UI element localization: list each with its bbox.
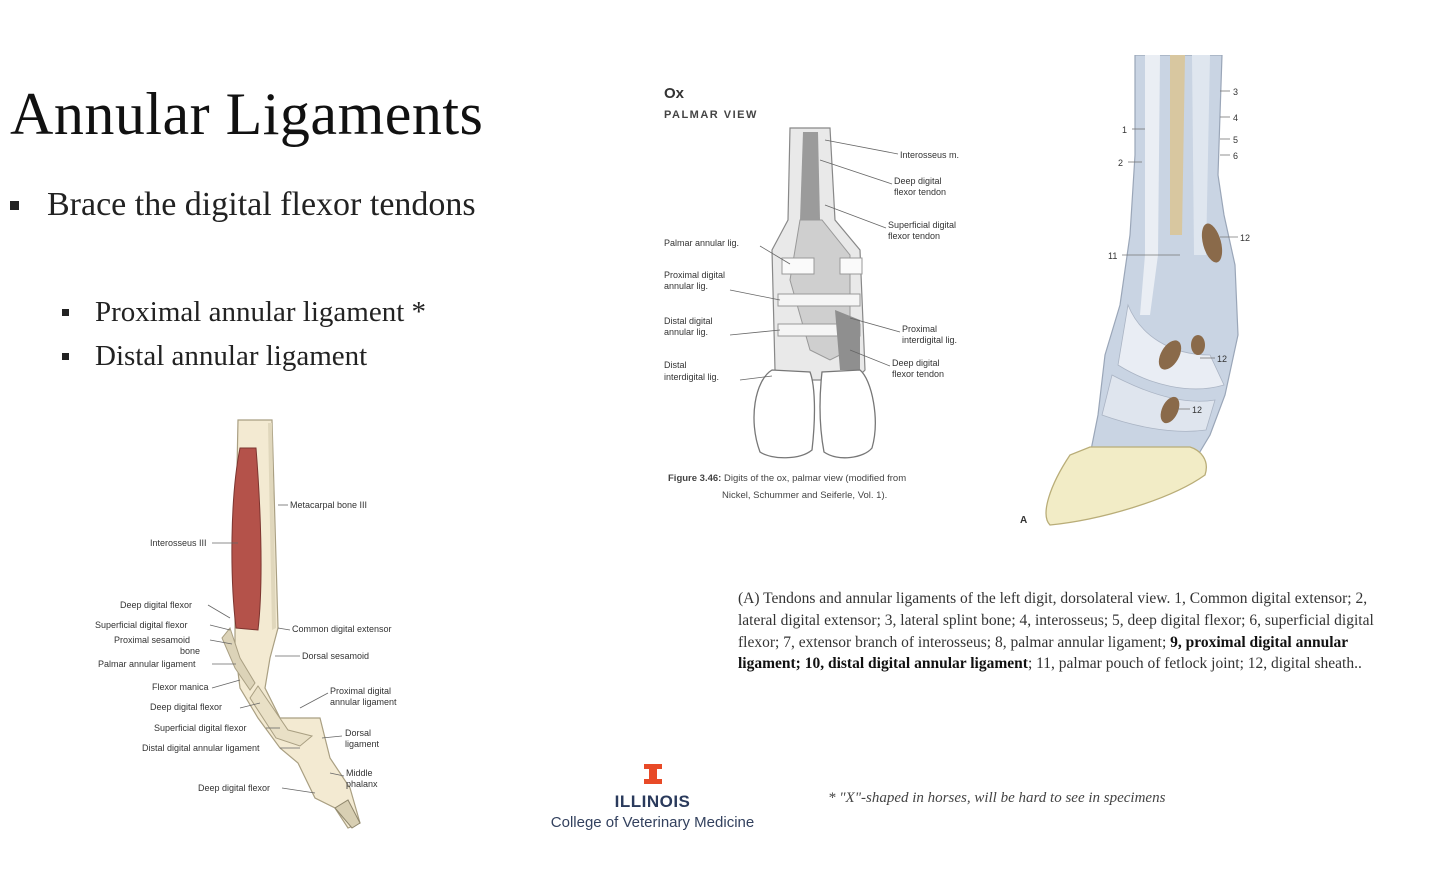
logo-name: ILLINOIS [614,792,691,811]
horse-label-dorsal-sesamoid: Dorsal sesamoid [302,651,369,661]
ox-label-palmar-annular: Palmar annular lig. [664,238,739,248]
block-i-icon [643,764,662,784]
bullet-square-icon [62,352,69,360]
digit-num-6: 6 [1233,151,1238,161]
main-bullet-text: Brace the digital flexor tendons [47,186,476,223]
ox-hoof-left [753,369,816,459]
bullet-square-icon [10,200,19,210]
digit-extensor-tendon [1140,55,1160,315]
digit-num-12a: 12 [1240,233,1250,243]
digit-sheath-pouch-3 [1191,335,1205,355]
ox-label-distal-annular-2: annular lig. [664,327,708,337]
ox-label-deep-flexor: Deep digital [894,176,942,186]
ox-label-distal-interdigital-2: interdigital lig. [664,372,719,382]
sub-bullet: Proximal annular ligament * [62,290,426,334]
horse-label-interosseus: Interosseus III [150,538,207,548]
ox-label-proximal-annular: Proximal digital [664,270,725,280]
digit-ligament-band-2 [1101,374,1216,432]
ox-label-proximal-interdigital-2: interdigital lig. [902,335,957,345]
digit-flexor-tendon [1192,55,1210,255]
ox-palmar-annular [781,257,815,275]
horse-label-middle-phalanx-2: phalanx [346,779,378,789]
sub-bullet-text: Proximal annular ligament * [95,295,427,328]
horse-label-superficial-flexor-2: Superficial digital flexor [154,723,247,733]
slide-title: Annular Ligaments [10,81,484,147]
horse-label-proximal-sesamoid: Proximal sesamoid [114,635,190,645]
digit-sheath-pouch-4 [1160,396,1180,424]
ox-deep-flexor-lower [835,310,860,370]
ox-label-deep-flexor-2: flexor tendon [894,187,946,197]
ox-label-deep-flexor-b-2: flexor tendon [892,369,944,379]
digit-splint-bone [1170,55,1185,235]
digit-sheath-pouch-2 [1158,340,1182,370]
sub-bullet-list: Proximal annular ligament * Distal annul… [62,290,426,378]
digit-num-12b: 12 [1217,354,1227,364]
horse-limb-figure: Metacarpal bone III Common digital exten… [95,419,397,829]
digit-hoof [1045,446,1207,526]
ox-proximal-annular [777,293,861,307]
horse-label-distal-annular: Distal digital annular ligament [142,743,260,753]
digit-num-4: 4 [1233,113,1238,123]
digit-dorsolateral-figure: 3 4 5 6 1 2 11 12 12 12 A [1020,55,1250,526]
horse-label-superficial-flexor: Superficial digital flexor [95,620,188,630]
main-bullet: Brace the digital flexor tendons [10,186,476,224]
caption-text-end: ; 11, palmar pouch of fetlock joint; 12,… [1027,655,1362,673]
ox-label-superficial-2: flexor tendon [888,231,940,241]
digit-num-1: 1 [1122,125,1127,135]
ox-label-proximal-annular-2: annular lig. [664,281,708,291]
sub-bullet-text: Distal annular ligament [95,339,368,372]
horse-label-dorsal-lig: Dorsal [345,728,371,738]
logo-subtitle: College of Veterinary Medicine [550,814,755,831]
horse-label-common-extensor: Common digital extensor [292,624,392,634]
main-bullet-list: Brace the digital flexor tendons [10,186,476,224]
digit-num-11: 11 [1108,251,1117,261]
caption-bold-text: 9, proximal digital annular ligament; 10… [738,633,1348,673]
ox-digit-figure: Ox PALMAR VIEW Interosseus m. Deep digit… [664,85,959,501]
horse-label-proximal-annular-2: annular ligament [330,697,397,707]
ox-label-proximal-interdigital: Proximal [902,324,937,334]
ox-label-deep-flexor-b: Deep digital [892,358,940,368]
horse-label-metacarpal: Metacarpal bone III [290,500,367,510]
sub-bullet: Distal annular ligament [62,334,426,378]
horse-flexor-lower [249,685,314,747]
ox-label-superficial: Superficial digital [888,220,956,230]
horse-hoof [334,799,361,829]
illinois-logo: ILLINOIS College of Veterinary Medicine [540,762,765,831]
ox-label-interosseus: Interosseus m. [900,150,959,160]
digit-num-5: 5 [1233,135,1238,145]
digit-panel-letter: A [1020,515,1027,526]
horse-label-middle-phalanx: Middle [346,768,373,778]
ox-view-label: PALMAR VIEW [664,109,758,121]
digit-sheath-pouch [1201,223,1223,263]
footnote: * "X"-shaped in horses, will be hard to … [828,790,1166,806]
caption-text: (A) Tendons and annular ligaments of the… [738,590,1374,651]
horse-label-bone: bone [180,646,200,656]
horse-label-deep-flexor: Deep digital flexor [120,600,192,610]
ox-label-distal-interdigital: Distal [664,360,687,370]
horse-interosseus-muscle [231,447,262,631]
horse-label-deep-flexor-3: Deep digital flexor [198,783,270,793]
ox-palmar-annular-r [839,257,863,275]
ox-figure-caption: Figure 3.46: Digits of the ox, palmar vi… [668,473,906,484]
horse-extensor [268,423,276,630]
horse-label-deep-flexor-2: Deep digital flexor [150,702,222,712]
digit-caption: (A) Tendons and annular ligaments of the… [738,588,1378,675]
horse-label-proximal-annular: Proximal digital [330,686,391,696]
digit-num-3: 3 [1233,87,1238,97]
ox-label-distal-annular: Distal digital [664,316,713,326]
digit-num-12c: 12 [1192,405,1202,415]
digit-ligament-band [1117,303,1225,390]
ox-tendon-deep [800,132,820,220]
ox-figure-caption-2: Nickel, Schummer and Seiferle, Vol. 1). [722,490,887,501]
horse-label-dorsal-lig-2: ligament [345,739,380,749]
horse-label-palmar-annular: Palmar annular ligament [98,659,196,669]
bullet-square-icon [62,308,69,316]
ox-hoof-right [819,369,876,459]
horse-label-flexor-manica: Flexor manica [152,682,209,692]
ox-species-label: Ox [664,85,685,102]
digit-num-2: 2 [1118,158,1123,168]
